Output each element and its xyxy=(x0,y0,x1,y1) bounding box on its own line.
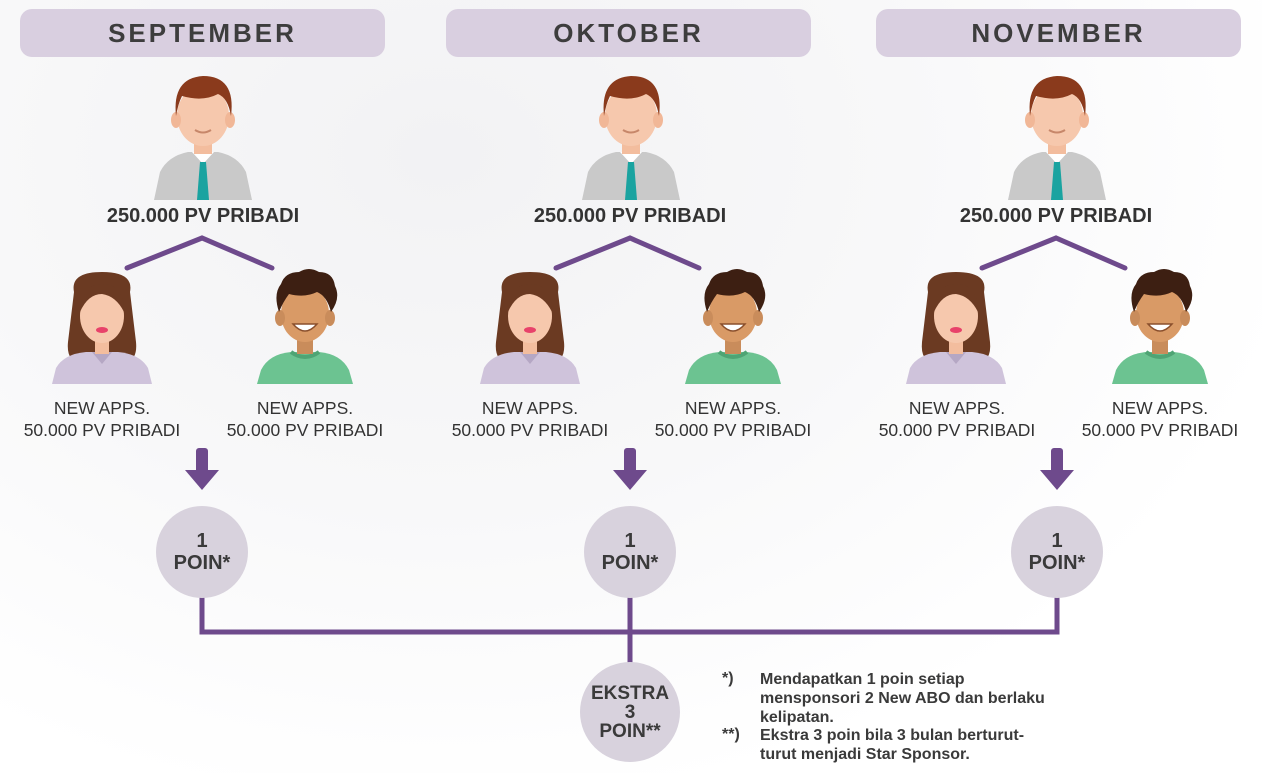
down-arrow-icon xyxy=(613,448,647,490)
footnote-text: Ekstra 3 poin bila 3 bulan berturut-turu… xyxy=(760,727,1025,763)
sponsor-pv-label: 250.000 PV PRIBADI xyxy=(106,205,300,227)
footnote-mark: **) xyxy=(722,726,740,743)
woman-avatar-icon xyxy=(906,272,1006,384)
new-app-label-right: NEW APPS. 50.000 PV PRIBADI xyxy=(633,397,833,441)
new-app-label-left: NEW APPS. 50.000 PV PRIBADI xyxy=(2,397,202,441)
new-apps-title: NEW APPS. xyxy=(481,398,579,418)
branch-line-november xyxy=(979,235,1128,271)
sponsor-pv-label: 250.000 PV PRIBADI xyxy=(533,205,727,227)
new-apps-pv: 50.000 PV PRIBADI xyxy=(1081,420,1239,440)
man-avatar-icon xyxy=(582,76,680,200)
points-value: 1 xyxy=(1051,530,1063,552)
boy-avatar-icon xyxy=(257,269,353,384)
new-apps-title: NEW APPS. xyxy=(256,398,354,418)
bonus-points-circle: EKSTRA 3 POIN** xyxy=(580,662,680,762)
boy-avatar-icon xyxy=(685,269,781,384)
month-header-oktober: OKTOBER xyxy=(446,9,811,57)
new-app-label-right: NEW APPS. 50.000 PV PRIBADI xyxy=(205,397,405,441)
down-arrow-icon xyxy=(185,448,219,490)
boy-avatar-icon xyxy=(1112,269,1208,384)
new-apps-title: NEW APPS. xyxy=(684,398,782,418)
bonus-value: 3 xyxy=(624,701,636,723)
man-avatar-icon xyxy=(1008,76,1106,200)
new-apps-title: NEW APPS. xyxy=(908,398,1006,418)
footnote-text: Mendapatkan 1 poin setiap mensponsori 2 … xyxy=(760,671,1045,726)
man-avatar-icon xyxy=(154,76,252,200)
new-apps-pv: 50.000 PV PRIBADI xyxy=(878,420,1036,440)
new-apps-pv: 50.000 PV PRIBADI xyxy=(451,420,609,440)
new-app-label-left: NEW APPS. 50.000 PV PRIBADI xyxy=(857,397,1057,441)
new-apps-pv: 50.000 PV PRIBADI xyxy=(226,420,384,440)
bonus-label: EKSTRA xyxy=(590,682,670,704)
branch-line-oktober xyxy=(553,235,702,271)
woman-avatar-icon xyxy=(480,272,580,384)
branch-line-september xyxy=(124,235,275,271)
points-circle-oktober: 1 POIN* xyxy=(584,506,676,598)
month-header-september: SEPTEMBER xyxy=(20,9,385,57)
points-circle-september: 1 POIN* xyxy=(156,506,248,598)
footnote-2: **) Ekstra 3 poin bila 3 bulan berturut-… xyxy=(722,726,1050,764)
points-unit: POIN* xyxy=(1028,552,1086,574)
bonus-connector xyxy=(199,595,1060,665)
down-arrow-icon xyxy=(1040,448,1074,490)
points-unit: POIN* xyxy=(601,552,659,574)
sponsor-pv-label: 250.000 PV PRIBADI xyxy=(959,205,1153,227)
new-app-label-right: NEW APPS. 50.000 PV PRIBADI xyxy=(1060,397,1260,441)
new-apps-pv: 50.000 PV PRIBADI xyxy=(23,420,181,440)
points-value: 1 xyxy=(196,530,208,552)
points-circle-november: 1 POIN* xyxy=(1011,506,1103,598)
new-apps-title: NEW APPS. xyxy=(53,398,151,418)
new-apps-pv: 50.000 PV PRIBADI xyxy=(654,420,812,440)
points-value: 1 xyxy=(624,530,636,552)
footnote-1: *) Mendapatkan 1 poin setiap mensponsori… xyxy=(722,670,1050,727)
bonus-unit: POIN** xyxy=(599,720,661,742)
new-app-label-left: NEW APPS. 50.000 PV PRIBADI xyxy=(430,397,630,441)
new-apps-title: NEW APPS. xyxy=(1111,398,1209,418)
footnote-mark: *) xyxy=(722,670,734,687)
woman-avatar-icon xyxy=(52,272,152,384)
month-header-november: NOVEMBER xyxy=(876,9,1241,57)
points-unit: POIN* xyxy=(173,552,231,574)
